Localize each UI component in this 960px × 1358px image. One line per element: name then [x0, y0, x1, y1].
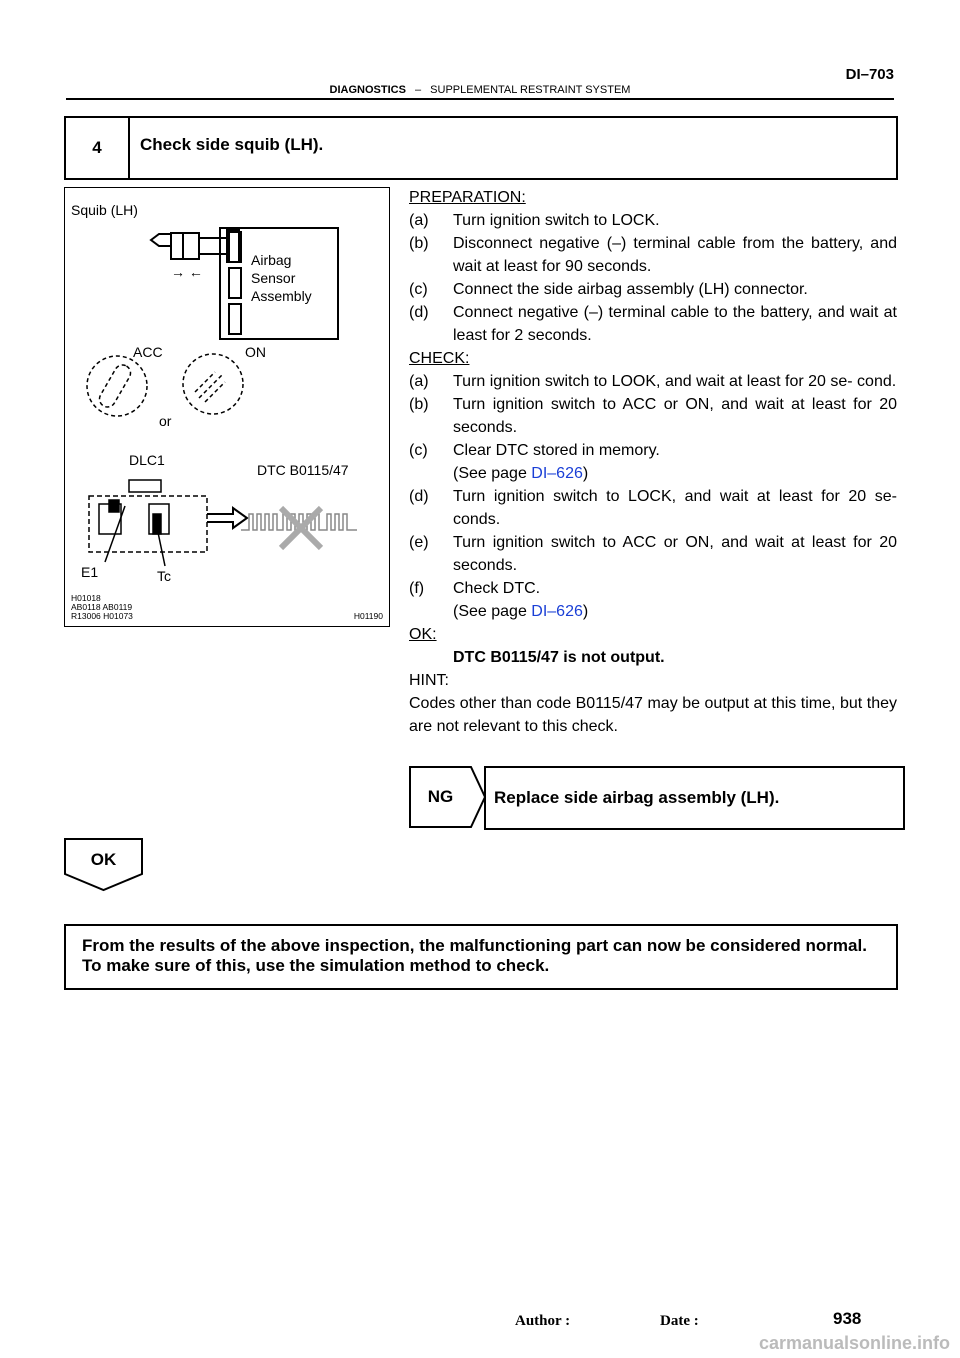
dlc1-connector-icon: [88, 479, 249, 567]
page-code: DI–703: [845, 66, 894, 83]
step-title: Check side squib (LH).: [140, 135, 324, 154]
dtc-waveform-icon: [241, 505, 357, 551]
or-label: or: [159, 413, 172, 429]
footer-author: Author :: [515, 1313, 571, 1329]
step-box: 4 Check side squib (LH).: [64, 116, 898, 180]
watermark: carmanualsonline.info: [758, 1333, 950, 1353]
step-number: 4: [66, 118, 130, 178]
squib-connector-icon: [149, 227, 339, 340]
figure-ref-2: AB0118 AB0119: [71, 602, 133, 612]
page-link-di-626[interactable]: DI–626: [531, 603, 583, 620]
check-item-a: (a)Turn ignition switch to LOOK, and wai…: [409, 373, 897, 390]
preparation-heading: PREPARATION:: [409, 189, 526, 206]
ng-arrow-icon: [409, 766, 487, 828]
connect-arrows: → ←: [171, 264, 203, 280]
airbag-label-2: Sensor: [251, 270, 296, 286]
hint-text: Codes other than code B0115/47 may be ou…: [409, 695, 897, 735]
prep-item-b: (b)Disconnect negative (–) terminal cabl…: [409, 235, 897, 275]
ng-label: NG: [427, 787, 454, 806]
header-subsection: SUPPLEMENTAL RESTRAINT SYSTEM: [430, 84, 631, 96]
ok-heading: OK:: [409, 626, 437, 643]
ignition-switch-acc-icon: [86, 355, 148, 417]
header-section: DIAGNOSTICS: [329, 84, 406, 96]
check-item-e: (e)Turn ignition switch to ACC or ON, an…: [409, 534, 897, 574]
ignition-switch-on-icon: [182, 353, 244, 415]
procedure-text: PREPARATION: (a)Turn ignition switch to …: [409, 186, 897, 738]
page-number: 938: [833, 1309, 862, 1328]
check-item-b: (b)Turn ignition switch to ACC or ON, an…: [409, 396, 897, 436]
conclusion-text: From the results of the above inspection…: [82, 936, 867, 975]
acc-label: ACC: [133, 344, 163, 360]
conclusion-box: From the results of the above inspection…: [64, 924, 898, 990]
header-separator: –: [414, 84, 422, 96]
prep-item-d: (d)Connect negative (–) terminal cable t…: [409, 304, 897, 344]
squib-label: Squib (LH): [71, 202, 138, 218]
hint-heading: HINT:: [409, 672, 449, 689]
footer-date: Date :: [660, 1313, 699, 1329]
see-page-ref-2: (See page DI–626): [453, 603, 589, 620]
diagram-drawing: [86, 227, 357, 567]
check-item-d: (d)Turn ignition switch to LOCK, and wai…: [409, 488, 897, 528]
tc-label: Tc: [157, 568, 171, 584]
check-item-f: (f)Check DTC.: [409, 580, 541, 597]
airbag-label-3: Assembly: [251, 288, 312, 304]
on-label: ON: [245, 344, 266, 360]
dlc1-label: DLC1: [129, 452, 165, 468]
figure-ref-1: H01018: [71, 593, 101, 603]
figure-ref-right: H01190: [353, 611, 383, 621]
ng-branch: NG Replace side airbag assembly (LH).: [409, 766, 905, 830]
check-heading: CHECK:: [409, 350, 470, 367]
prep-item-c: (c)Connect the side airbag assembly (LH)…: [409, 281, 808, 298]
ng-action: Replace side airbag assembly (LH).: [484, 766, 905, 830]
airbag-label-1: Airbag: [251, 252, 292, 268]
ok-label: OK: [90, 850, 117, 869]
ok-arrow-icon: [64, 838, 143, 892]
ok-branch: OK: [64, 838, 143, 892]
header-rule: [66, 98, 894, 100]
dtc-label: DTC B0115/47: [257, 462, 349, 478]
page-link-di-626[interactable]: DI–626: [531, 465, 583, 482]
diagram-figure: Squib (LH) → ← Airbag Sensor Assembly AC…: [64, 187, 390, 627]
check-item-c: (c)Clear DTC stored in memory.: [409, 442, 660, 459]
e1-label: E1: [81, 564, 99, 580]
see-page-ref-1: (See page DI–626): [453, 465, 589, 482]
prep-item-a: (a)Turn ignition switch to LOCK.: [409, 212, 660, 229]
ok-result-text: DTC B0115/47 is not output.: [453, 649, 665, 666]
figure-ref-3: R13006 H01073: [71, 611, 133, 621]
running-header: DIAGNOSTICS – SUPPLEMENTAL RESTRAINT SYS…: [0, 84, 960, 96]
